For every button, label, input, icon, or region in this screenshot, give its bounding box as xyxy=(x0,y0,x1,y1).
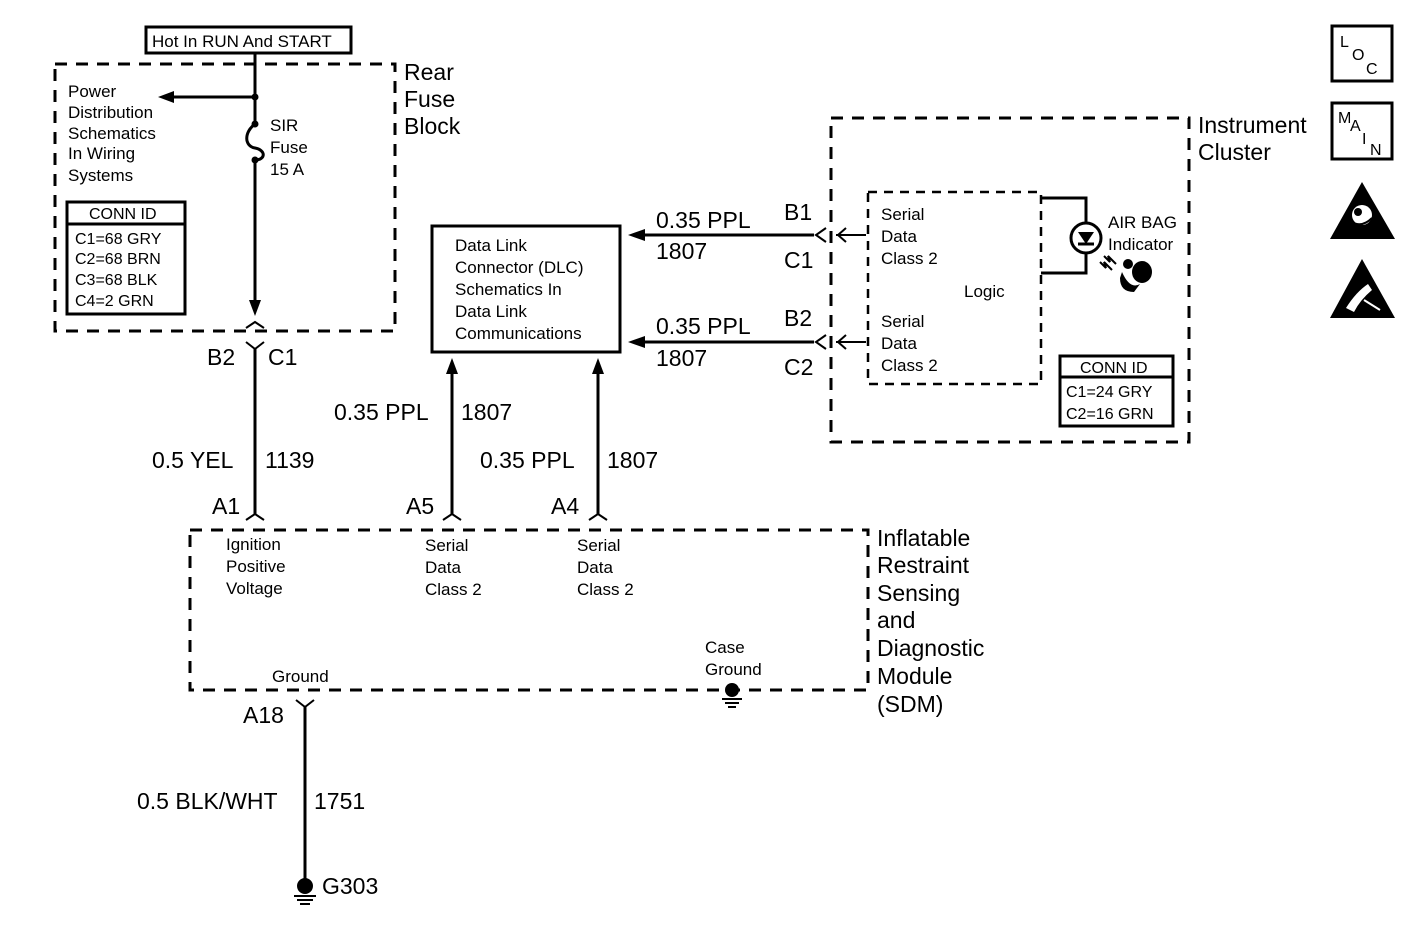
loc-icon: L O C xyxy=(1330,24,1394,83)
svg-text:M: M xyxy=(1338,110,1351,127)
svg-text:L: L xyxy=(1340,34,1349,51)
wire-ignition-gauge: 0.5 YEL xyxy=(152,447,234,473)
svg-text:Serial Data Class: Serial Data Class 2 xyxy=(425,536,482,599)
connector-b2-c1: B2 C1 xyxy=(207,320,297,370)
svg-text:A1: A1 xyxy=(212,493,240,519)
pin-a1-connector xyxy=(245,512,265,521)
svg-text:Serial Data Class: Serial Data Class 2 xyxy=(577,536,634,599)
svg-text:Serial Data Class: Serial Data Class 2 xyxy=(881,312,938,375)
fuse-icon xyxy=(245,120,265,164)
svg-text:0.5 BLK/WHT: 0.5 BLK/WHT xyxy=(137,788,278,814)
svg-text:Ground: Ground xyxy=(272,667,329,686)
svg-text:G303: G303 xyxy=(322,873,378,899)
svg-text:Ignition Positive: Ignition Positive Voltage xyxy=(226,535,290,598)
rear-fuse-conn-id-table: CONN ID C1=68 GRY C2=68 BRN C3=68 BLK C4… xyxy=(65,200,187,316)
svg-text:CONN ID: CONN ID xyxy=(89,206,157,223)
wire-ic-top: 0.35 PPL 1807 B1 C1 xyxy=(628,199,866,273)
svg-text:B2: B2 xyxy=(207,344,235,370)
arrow-left-icon xyxy=(628,229,645,241)
wire-dlc-a5: 0.35 PPL 1807 xyxy=(334,358,512,514)
svg-text:I: I xyxy=(1362,131,1366,148)
svg-text:A18: A18 xyxy=(243,702,284,728)
instrument-cluster: Instrument Cluster Serial Data Class 2 S… xyxy=(829,112,1313,444)
ic-conn-id-table: CONN ID C1=24 GRY C2=16 GRN xyxy=(1058,354,1175,428)
svg-text:O: O xyxy=(1352,47,1364,64)
svg-text:Serial Data Class: Serial Data Class 2 xyxy=(881,205,938,268)
main-icon: M A I N xyxy=(1330,101,1394,161)
svg-text:CONN ID: CONN ID xyxy=(1080,360,1148,377)
airbag-occupant-icon xyxy=(1120,259,1152,292)
svg-text:1751: 1751 xyxy=(314,788,365,814)
svg-text:B2: B2 xyxy=(784,305,812,331)
esd-warning-icon xyxy=(1330,259,1395,318)
svg-text:Logic: Logic xyxy=(964,282,1005,301)
wire-ground: A18 0.5 BLK/WHT 1751 G303 xyxy=(137,699,378,905)
rear-fuse-block: Rear Fuse Block SIR Fuse 15 A Power Dist… xyxy=(53,53,462,333)
arrow-up-icon xyxy=(446,358,458,374)
svg-text:C3=68 BLK: C3=68 BLK xyxy=(75,272,158,289)
ground-g303-icon xyxy=(294,878,316,905)
svg-text:C1: C1 xyxy=(784,247,813,273)
svg-text:1807: 1807 xyxy=(656,238,707,264)
wire-dlc-a4: 0.35 PPL 1807 xyxy=(480,358,658,514)
svg-text:0.35 PPL: 0.35 PPL xyxy=(480,447,575,473)
arrow-up-icon xyxy=(592,358,604,374)
svg-text:C2: C2 xyxy=(784,354,813,380)
rear-fuse-block-title: Rear Fuse Block xyxy=(404,59,462,139)
svg-text:AIR BAG Indicator: AIR BAG Indicator xyxy=(1108,213,1182,254)
arrow-down-icon xyxy=(249,300,261,316)
case-ground-icon xyxy=(722,683,742,708)
instrument-cluster-title: Instrument Cluster xyxy=(1198,112,1313,165)
svg-text:1807: 1807 xyxy=(656,345,707,371)
power-source-label: Hot In RUN And START xyxy=(152,32,332,51)
svg-text:0.35 PPL: 0.35 PPL xyxy=(656,207,751,233)
svg-text:N: N xyxy=(1370,142,1382,159)
svg-text:C4=2 GRN: C4=2 GRN xyxy=(75,293,154,310)
svg-text:C2=68 BRN: C2=68 BRN xyxy=(75,251,161,268)
arrow-left-icon xyxy=(628,336,645,348)
svg-text:Case Ground: Case Ground xyxy=(705,638,762,679)
svg-text:0.35 PPL: 0.35 PPL xyxy=(656,313,751,339)
svg-text:C1: C1 xyxy=(268,344,297,370)
svg-text:C: C xyxy=(1366,61,1378,78)
sdm-module: Inflatable Restraint Sensing and Diagnos… xyxy=(188,493,991,717)
wire-ignition-circuit: 1139 xyxy=(265,447,314,473)
svg-text:B1: B1 xyxy=(784,199,812,225)
svg-text:A5: A5 xyxy=(406,493,434,519)
arrow-left-icon xyxy=(158,91,174,103)
svg-text:A: A xyxy=(1350,118,1361,135)
svg-text:C2=16 GRN: C2=16 GRN xyxy=(1066,406,1154,423)
power-source: Hot In RUN And START xyxy=(144,25,353,55)
airbag-led-icon xyxy=(1041,196,1117,275)
dlc-box: Data Link Connector (DLC) Schematics In … xyxy=(430,224,622,354)
wire-ic-bottom: 0.35 PPL 1807 B2 C2 xyxy=(628,305,866,380)
svg-text:Data Link Connector (DLC: Data Link Connector (DLC) Schematics In … xyxy=(455,236,588,343)
pin-a4-connector xyxy=(588,512,608,521)
svg-text:C1=68 GRY: C1=68 GRY xyxy=(75,231,162,248)
svg-text:0.35 PPL: 0.35 PPL xyxy=(334,399,429,425)
svg-text:1807: 1807 xyxy=(461,399,512,425)
pin-a5-connector xyxy=(442,512,462,521)
sir-fuse-label: SIR Fuse 15 A xyxy=(270,116,313,179)
svg-text:1807: 1807 xyxy=(607,447,658,473)
svg-text:A4: A4 xyxy=(551,493,579,519)
sdm-title: Inflatable Restraint Sensing and Diagnos… xyxy=(877,525,991,717)
power-distribution-label: Power Distribution Schematics In Wiring … xyxy=(68,82,161,185)
airbag-warning-icon xyxy=(1330,182,1395,239)
svg-text:C1=24 GRY: C1=24 GRY xyxy=(1066,384,1153,401)
